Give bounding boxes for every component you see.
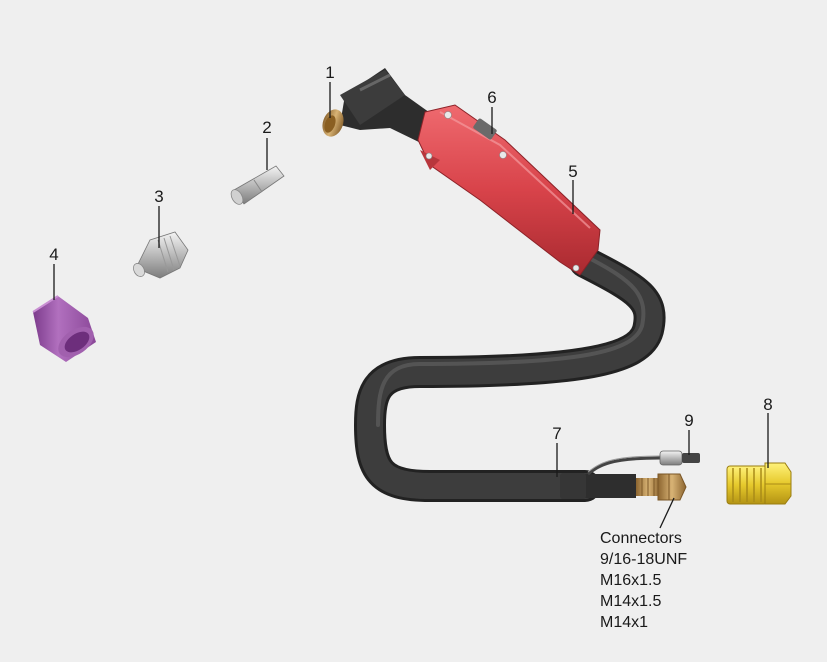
shield-cup: [32, 295, 96, 362]
hose-connector: [636, 473, 687, 501]
connector-item: 9/16-18UNF: [600, 551, 688, 568]
callout-3: 3: [154, 187, 164, 206]
pilot-wire-highlight: [587, 455, 661, 473]
callout-1: 1: [325, 63, 335, 82]
connectors-title: Connectors: [600, 530, 682, 547]
callout-9: 9: [684, 411, 694, 430]
connector-item: M14x1.5: [600, 593, 662, 610]
connector-item: M14x1: [600, 614, 649, 631]
pilot-connector: [659, 450, 700, 466]
callout-7: 7: [552, 424, 562, 443]
electrode: [230, 165, 285, 205]
yellow-fitting: [726, 462, 792, 505]
hose: [353, 246, 666, 502]
leader-lines: [53, 82, 769, 529]
torch-head: [322, 68, 440, 145]
connector-item: M16x1.5: [600, 572, 662, 589]
callout-2: 2: [262, 118, 272, 137]
leader-connectors: [659, 497, 675, 529]
callout-8: 8: [763, 395, 773, 414]
pilot-wire: [587, 456, 661, 476]
torch-handle: [417, 104, 601, 276]
callout-4: 4: [49, 245, 59, 264]
nozzle-tip: [133, 231, 189, 279]
connectors-label: Connectors 9/16-18UNF M16x1.5 M14x1.5 M1…: [600, 528, 687, 633]
callout-6: 6: [487, 88, 497, 107]
callout-5: 5: [568, 162, 578, 181]
